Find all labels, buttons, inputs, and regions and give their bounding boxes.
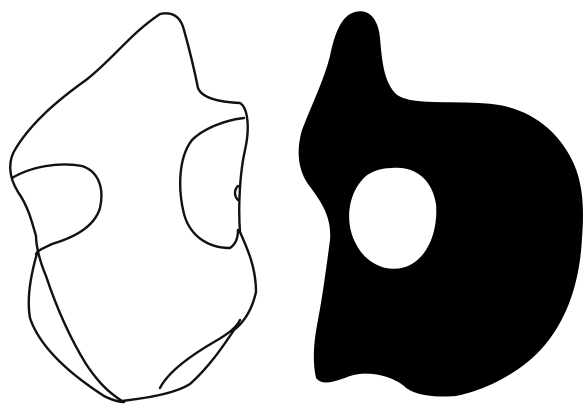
silhouette-shape xyxy=(299,11,583,396)
filled-silhouette xyxy=(299,11,583,396)
outline-lower-diagonal xyxy=(29,250,124,402)
outline-drawing xyxy=(10,13,256,402)
outline-right-notch xyxy=(235,186,238,200)
outline-right-lobe xyxy=(180,118,244,248)
outline-left-lobe xyxy=(12,165,101,255)
outline-lower-right-arc xyxy=(160,320,240,388)
outline-main-boundary xyxy=(10,13,256,401)
